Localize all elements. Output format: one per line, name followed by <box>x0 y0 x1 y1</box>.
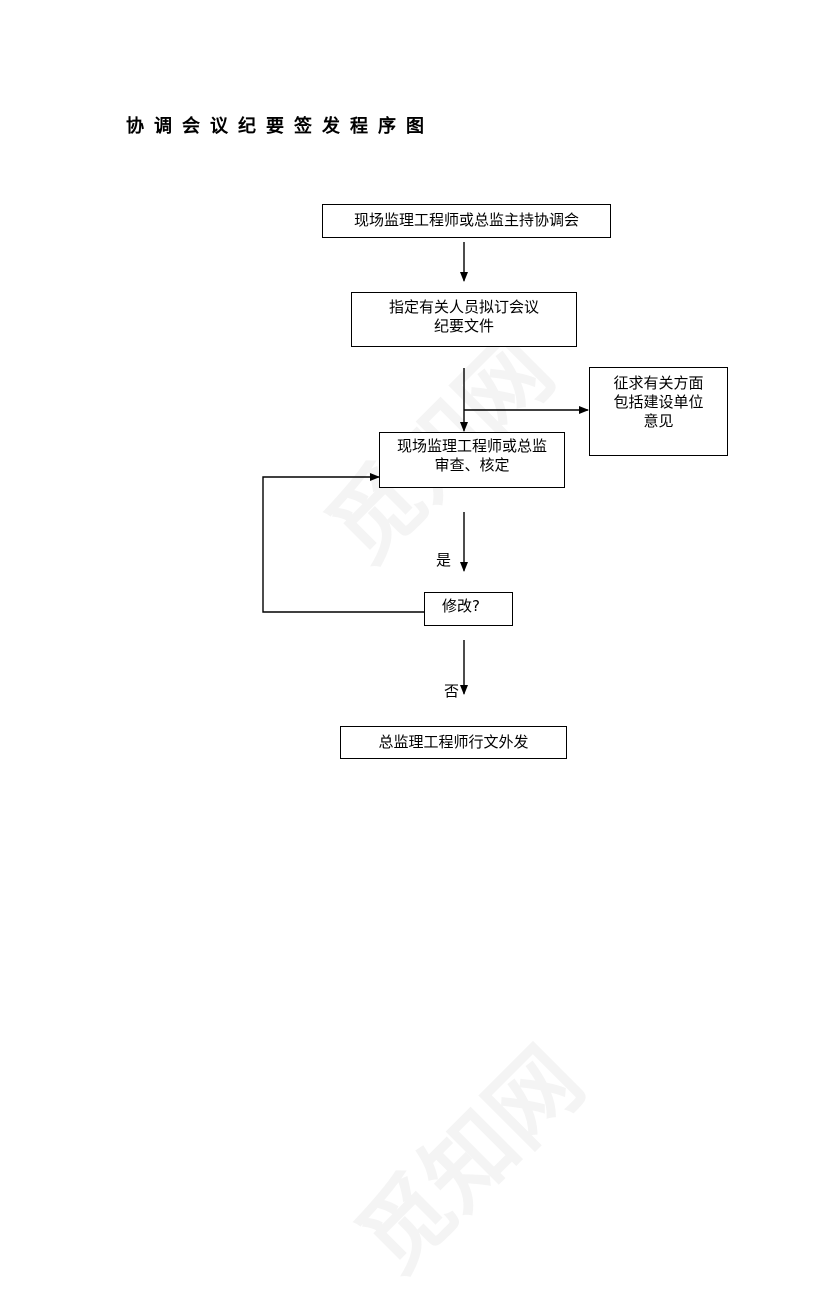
node-modify-decision: 修改? <box>424 592 513 626</box>
node-issue: 总监理工程师行文外发 <box>340 726 567 759</box>
node-review: 现场监理工程师或总监 审查、核定 <box>379 432 565 488</box>
page-title: 协调会议纪要签发程序图 <box>126 116 434 137</box>
node-solicit-opinions: 征求有关方面 包括建设单位 意见 <box>589 367 728 456</box>
arrow-loop-back <box>262 473 424 613</box>
label-no: 否 <box>444 682 460 700</box>
node-draft-minutes: 指定有关人员拟订会议 纪要文件 <box>351 292 577 347</box>
label-yes: 是 <box>436 551 452 569</box>
node-host-meeting: 现场监理工程师或总监主持协调会 <box>322 204 611 238</box>
flowchart-connectors <box>262 242 589 695</box>
